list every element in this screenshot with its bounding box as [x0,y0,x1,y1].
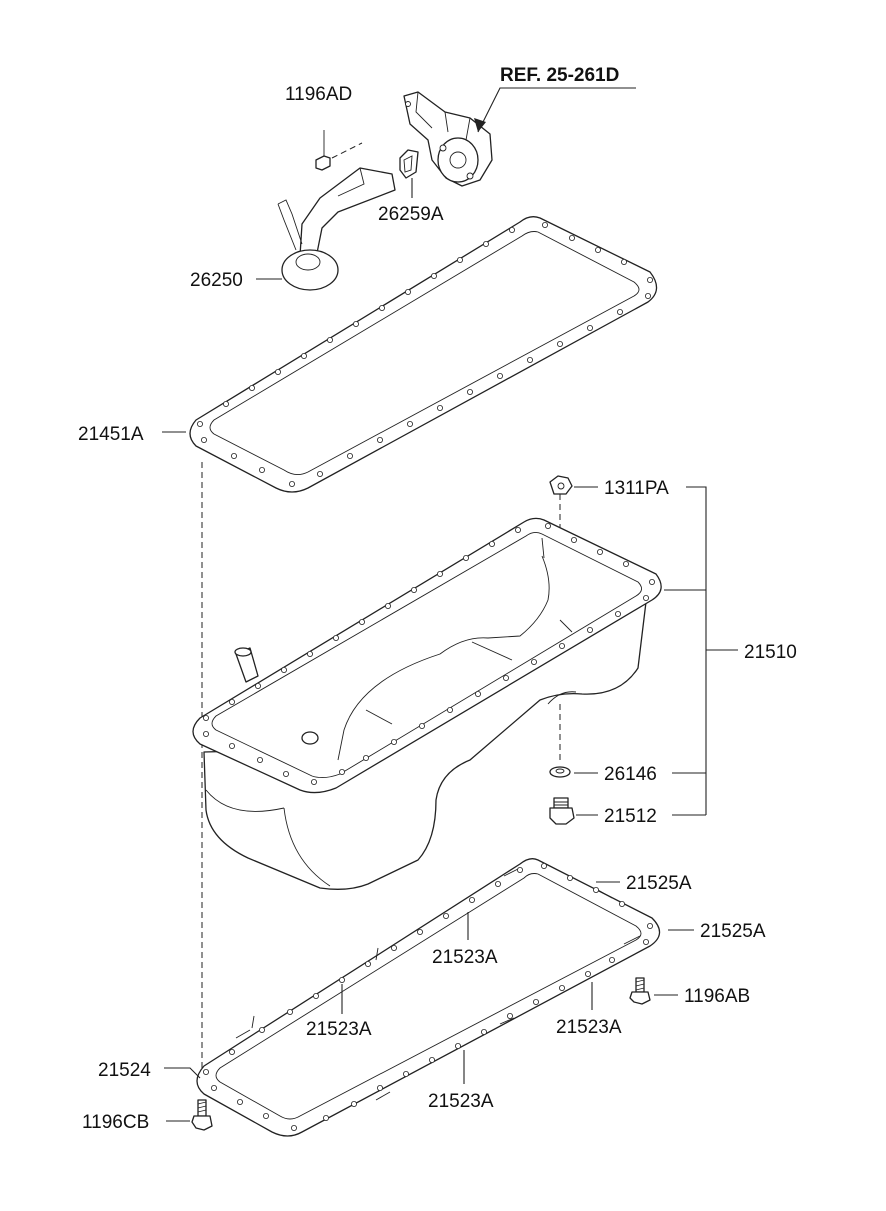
label-21510: 21510 [744,642,797,663]
label-21451a: 21451A [78,424,144,445]
callout-21523a-2: 21523A [306,984,372,1040]
callout-21525a-1: 21525A [596,873,692,894]
label-21523a-4: 21523A [428,1091,494,1112]
label-21524: 21524 [98,1060,151,1081]
bracket-21510: 21510 [664,486,797,815]
label-21525a-1: 21525A [626,873,692,894]
label-21523a-3: 21523A [556,1017,622,1038]
label-26250: 26250 [190,270,243,291]
drain-plug: 21512 [549,797,706,827]
label-21523a-1: 21523A [432,947,498,968]
bolt-1196cb: 1196CB [82,1099,213,1133]
label-26146: 26146 [604,764,657,785]
ref-callout: REF. 25-261D [474,65,636,133]
label-1196ab: 1196AB [684,986,750,1007]
oil-strainer: 26250 [190,167,396,291]
lower-gasket: 21524 [98,858,661,1137]
label-21512: 21512 [604,806,657,827]
oil-pump [403,91,493,187]
label-21523a-2: 21523A [306,1019,372,1040]
upper-gasket: 21451A [78,216,658,493]
bolt-1196ab: 1196AB [629,977,750,1007]
label-1311pa: 1311PA [604,478,669,499]
label-1196ad: 1196AD [285,84,352,105]
callout-21523a-3: 21523A [556,982,622,1038]
callout-21525a-2: 21525A [668,921,766,942]
label-1196cb: 1196CB [82,1112,149,1133]
callout-21523a-1: 21523A [432,912,498,968]
label-26259a: 26259A [378,204,444,225]
drain-gasket: 26146 [549,764,706,785]
oil-seal: 26259A [378,149,444,225]
label-21525a-2: 21525A [700,921,766,942]
oil-pan [192,517,662,890]
callout-21523a-4: 21523A [428,1050,494,1112]
bolt-1196ad: 1196AD [285,84,363,171]
ref-label: REF. 25-261D [500,65,619,86]
nut-1311pa: 1311PA [549,475,669,499]
